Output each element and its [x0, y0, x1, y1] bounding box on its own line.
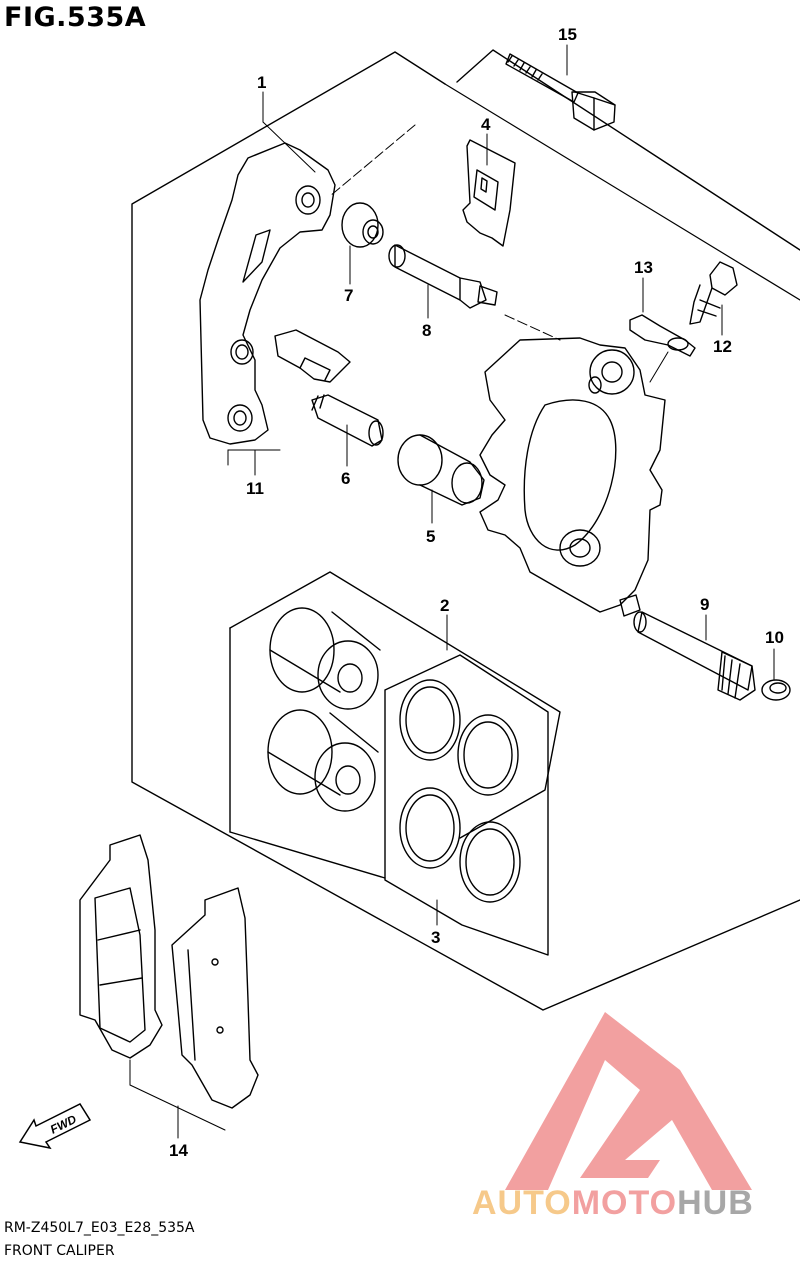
callout-4: 4	[481, 115, 491, 134]
slide-pin-8	[388, 244, 498, 309]
figure-code: RM-Z450L7_E03_E28_535A	[4, 1220, 195, 1236]
callout-6: 6	[341, 469, 350, 488]
pad-spring-4	[462, 139, 516, 247]
callout-10: 10	[765, 628, 784, 647]
callout-13: 13	[634, 258, 653, 277]
plug-10	[761, 679, 791, 701]
brake-pads-14	[79, 834, 259, 1109]
assembly-outline	[456, 49, 800, 251]
boot-5	[397, 434, 485, 506]
callout-9: 9	[700, 595, 709, 614]
bleeder-valve-12	[689, 261, 738, 325]
piston-kit-2	[229, 571, 561, 879]
callout-14: 14	[169, 1141, 188, 1160]
callout-8: 8	[422, 321, 431, 340]
bolt-15	[505, 53, 616, 131]
callout-5: 5	[426, 527, 435, 546]
bleeder-plate-13	[629, 314, 696, 357]
watermark-text: AUTOMOTOHUB	[472, 1184, 754, 1222]
callout-11: 11	[246, 479, 264, 498]
assembly-outline-body	[131, 51, 800, 1011]
pad-retainer-11	[274, 329, 351, 383]
slide-pin-9	[633, 611, 756, 701]
callout-7: 7	[344, 286, 353, 305]
callout-12: 12	[713, 337, 732, 356]
pin-6	[311, 394, 384, 447]
fwd-arrow-icon: FWD	[18, 1103, 92, 1150]
seal-kit-3	[384, 654, 549, 956]
callout-2: 2	[440, 596, 449, 615]
figure-title: FIG.535A	[4, 2, 147, 33]
callout-15: 15	[558, 25, 577, 44]
watermark-logo	[505, 1012, 752, 1190]
boot-7	[341, 202, 384, 248]
callout-3: 3	[431, 928, 440, 947]
caliper-body	[479, 337, 666, 617]
figure-name: FRONT CALIPER	[4, 1243, 115, 1259]
caliper-bracket-1	[199, 142, 336, 445]
callout-1: 1	[257, 73, 266, 92]
